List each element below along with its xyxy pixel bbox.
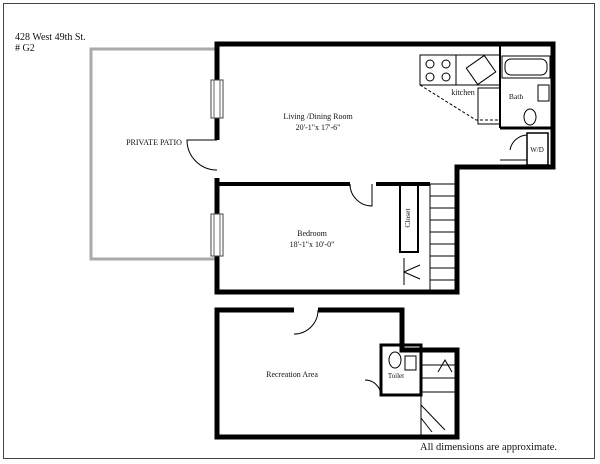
bedroom-door-swing [349, 183, 373, 207]
refrigerator [477, 87, 501, 125]
patio-outline [89, 47, 219, 261]
wd-door-swing [509, 134, 528, 151]
recreation-label: Recreation Area [266, 370, 318, 379]
toilet-door-swing [364, 379, 382, 396]
stove [419, 54, 457, 86]
disclaimer-note: All dimensions are approximate. [420, 442, 558, 453]
living-room-name: Living /Dining Room [283, 112, 353, 121]
address-label: 428 West 49th St. [15, 32, 86, 43]
patio-door-swing [186, 139, 218, 171]
lower-stairs [420, 349, 457, 437]
toilet-label: Toilet [388, 372, 404, 380]
patio-door-gap [213, 140, 221, 178]
stair-arrow [403, 264, 421, 280]
washer-dryer-box [526, 132, 549, 166]
toilet-bath [523, 108, 537, 126]
closet-outline [399, 183, 419, 253]
patio-label: PRIVATE PATIO [126, 138, 182, 147]
toilet-fixture [388, 351, 402, 369]
window-upper-west [210, 79, 224, 119]
page-border [3, 3, 595, 459]
kitchen-label: kitchen [451, 88, 475, 97]
recreation-door-gap [294, 306, 318, 314]
bedroom-dims: 18'-1"x 10'-0" [290, 240, 335, 249]
recreation-door-swing [293, 309, 319, 335]
toilet-sink [404, 355, 417, 371]
closet-label: Closet [403, 208, 412, 228]
kitchen-sink [465, 54, 497, 86]
main-stairs [429, 183, 458, 293]
bathtub [501, 55, 551, 79]
bath-label: Bath [509, 92, 523, 101]
bath-sink [537, 84, 550, 102]
main-outer-wall [214, 41, 556, 295]
window-lower-west [210, 213, 224, 257]
kitchen-dash-line [419, 84, 500, 121]
bedroom-name: Bedroom [297, 229, 328, 238]
unit-label: # G2 [15, 43, 35, 54]
living-room-dims: 20'-1"x 17'-6" [296, 123, 341, 132]
toilet-room [379, 343, 423, 397]
wd-label: W/D [530, 146, 544, 154]
